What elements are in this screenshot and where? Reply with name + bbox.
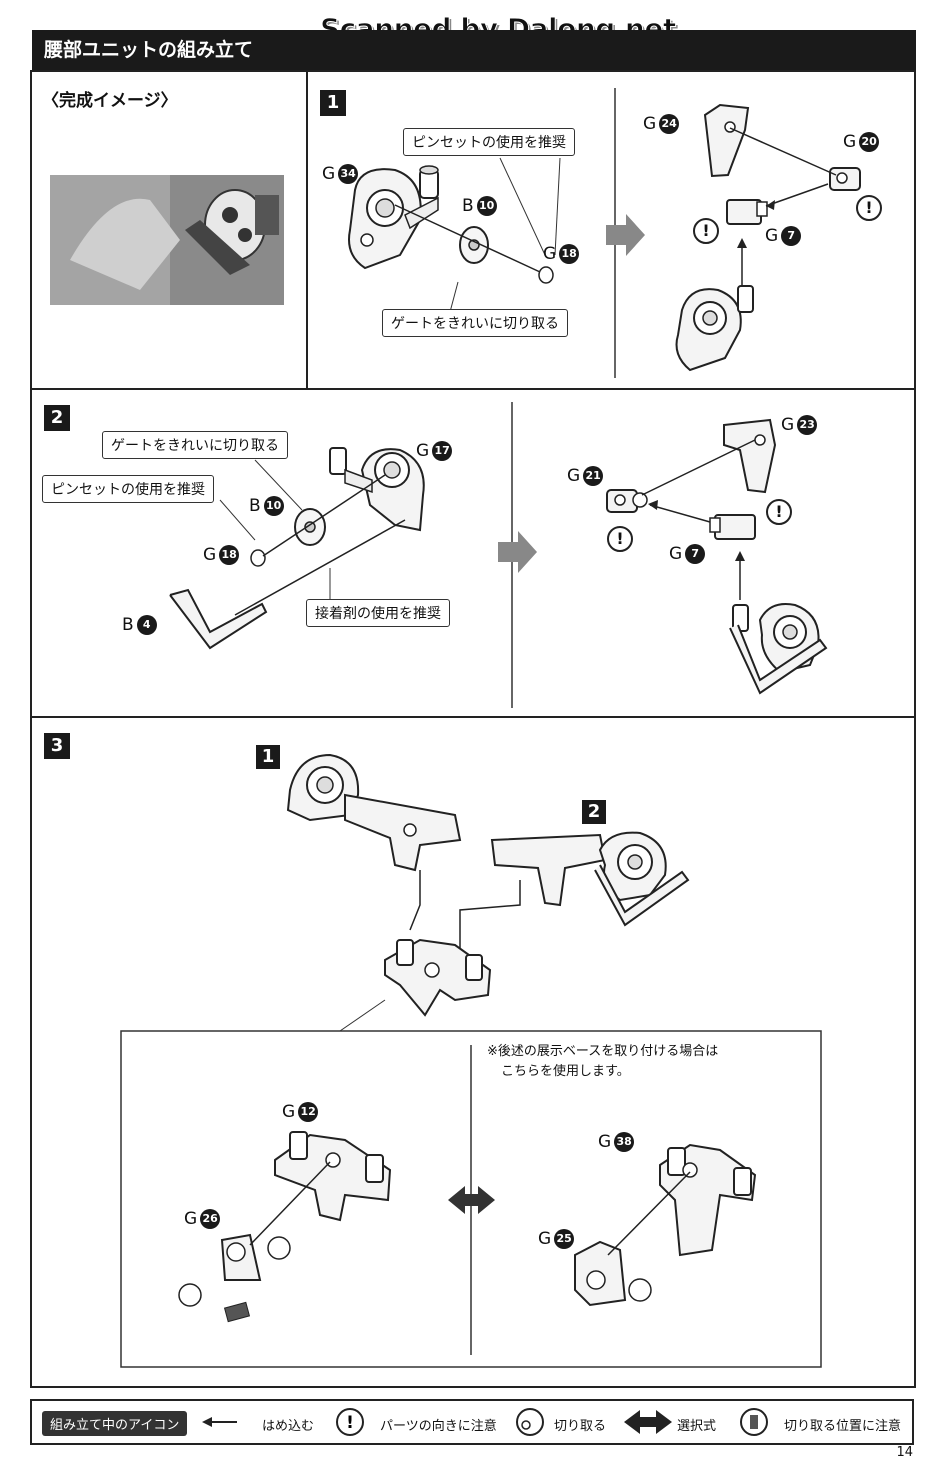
part-g21-illustration bbox=[606, 489, 648, 513]
step3-panel bbox=[30, 716, 916, 1388]
exclamation-icon: ! bbox=[336, 1408, 364, 1436]
step-number-1: 1 bbox=[320, 90, 346, 116]
legend-label-fit: はめ込む bbox=[262, 1419, 315, 1434]
part-g7b-illustration bbox=[709, 514, 756, 540]
sub-assembly-number-1: 1 bbox=[256, 745, 280, 769]
preview-label: 〈完成イメージ〉 bbox=[42, 91, 178, 111]
legend-label-orientation: パーツの向きに注意 bbox=[380, 1419, 497, 1434]
part-g12-illustration bbox=[274, 1131, 392, 1222]
arrow-icon bbox=[202, 1417, 237, 1427]
part-g34-illustration bbox=[348, 165, 439, 270]
callout-gate-step1: ゲートをきれいに切り取る bbox=[382, 309, 568, 337]
callout-tweezers-step2: ピンセットの使用を推奨 bbox=[42, 475, 214, 503]
callout-glue-step2: 接着剤の使用を推奨 bbox=[306, 599, 450, 627]
legend-title: 組み立て中のアイコン bbox=[42, 1411, 188, 1436]
part-g7-illustration bbox=[726, 199, 768, 225]
note-line-2: こちらを使用します。 bbox=[501, 1064, 630, 1079]
assembly-sub1-illustration bbox=[286, 753, 462, 872]
exclamation-icon: ! bbox=[607, 526, 633, 552]
note-line-1: ※後述の展示ベースを取り付ける場合は bbox=[487, 1044, 719, 1059]
exclamation-icon: ! bbox=[766, 499, 792, 525]
hip-disc-illustration-step2 bbox=[729, 603, 828, 695]
part-g17-illustration bbox=[329, 447, 425, 532]
part-g23-illustration bbox=[723, 418, 777, 494]
part-g38-illustration bbox=[659, 1143, 757, 1257]
hip-disc-illustration-step1 bbox=[675, 285, 754, 372]
assembly-sub2-illustration bbox=[490, 831, 690, 927]
step-number-3: 3 bbox=[44, 733, 70, 759]
legend-label-choice: 選択式 bbox=[677, 1419, 717, 1434]
legend-icons: ! bbox=[202, 1408, 768, 1436]
part-g26-illustration bbox=[220, 1233, 262, 1281]
cut-icon bbox=[516, 1408, 544, 1436]
double-arrow-icon bbox=[624, 1410, 672, 1434]
part-g24-illustration bbox=[703, 103, 750, 178]
page-number: 14 bbox=[896, 1445, 913, 1460]
legend-label-cut: 切り取る bbox=[554, 1419, 607, 1434]
svg-text:!: ! bbox=[346, 1413, 354, 1433]
callout-gate-step2: ゲートをきれいに切り取る bbox=[102, 431, 288, 459]
callout-tweezers-step1: ピンセットの使用を推奨 bbox=[403, 128, 575, 156]
exclamation-icon: ! bbox=[693, 218, 719, 244]
part-g25-illustration bbox=[574, 1240, 627, 1307]
part-g20-illustration bbox=[829, 167, 861, 191]
sub-assembly-number-2: 2 bbox=[582, 800, 606, 824]
exclamation-icon: ! bbox=[856, 195, 882, 221]
step-number-2: 2 bbox=[44, 405, 70, 431]
cut-position-icon bbox=[740, 1408, 768, 1436]
legend-label-cut-position: 切り取る位置に注意 bbox=[784, 1419, 902, 1434]
section-title: 腰部ユニットの組み立て bbox=[32, 30, 916, 70]
icon-legend: 組み立て中のアイコン ! はめ込む パーツの向きに注意 切り取る 選択式 切り取… bbox=[30, 1399, 914, 1445]
waist-center-illustration bbox=[384, 938, 492, 1017]
